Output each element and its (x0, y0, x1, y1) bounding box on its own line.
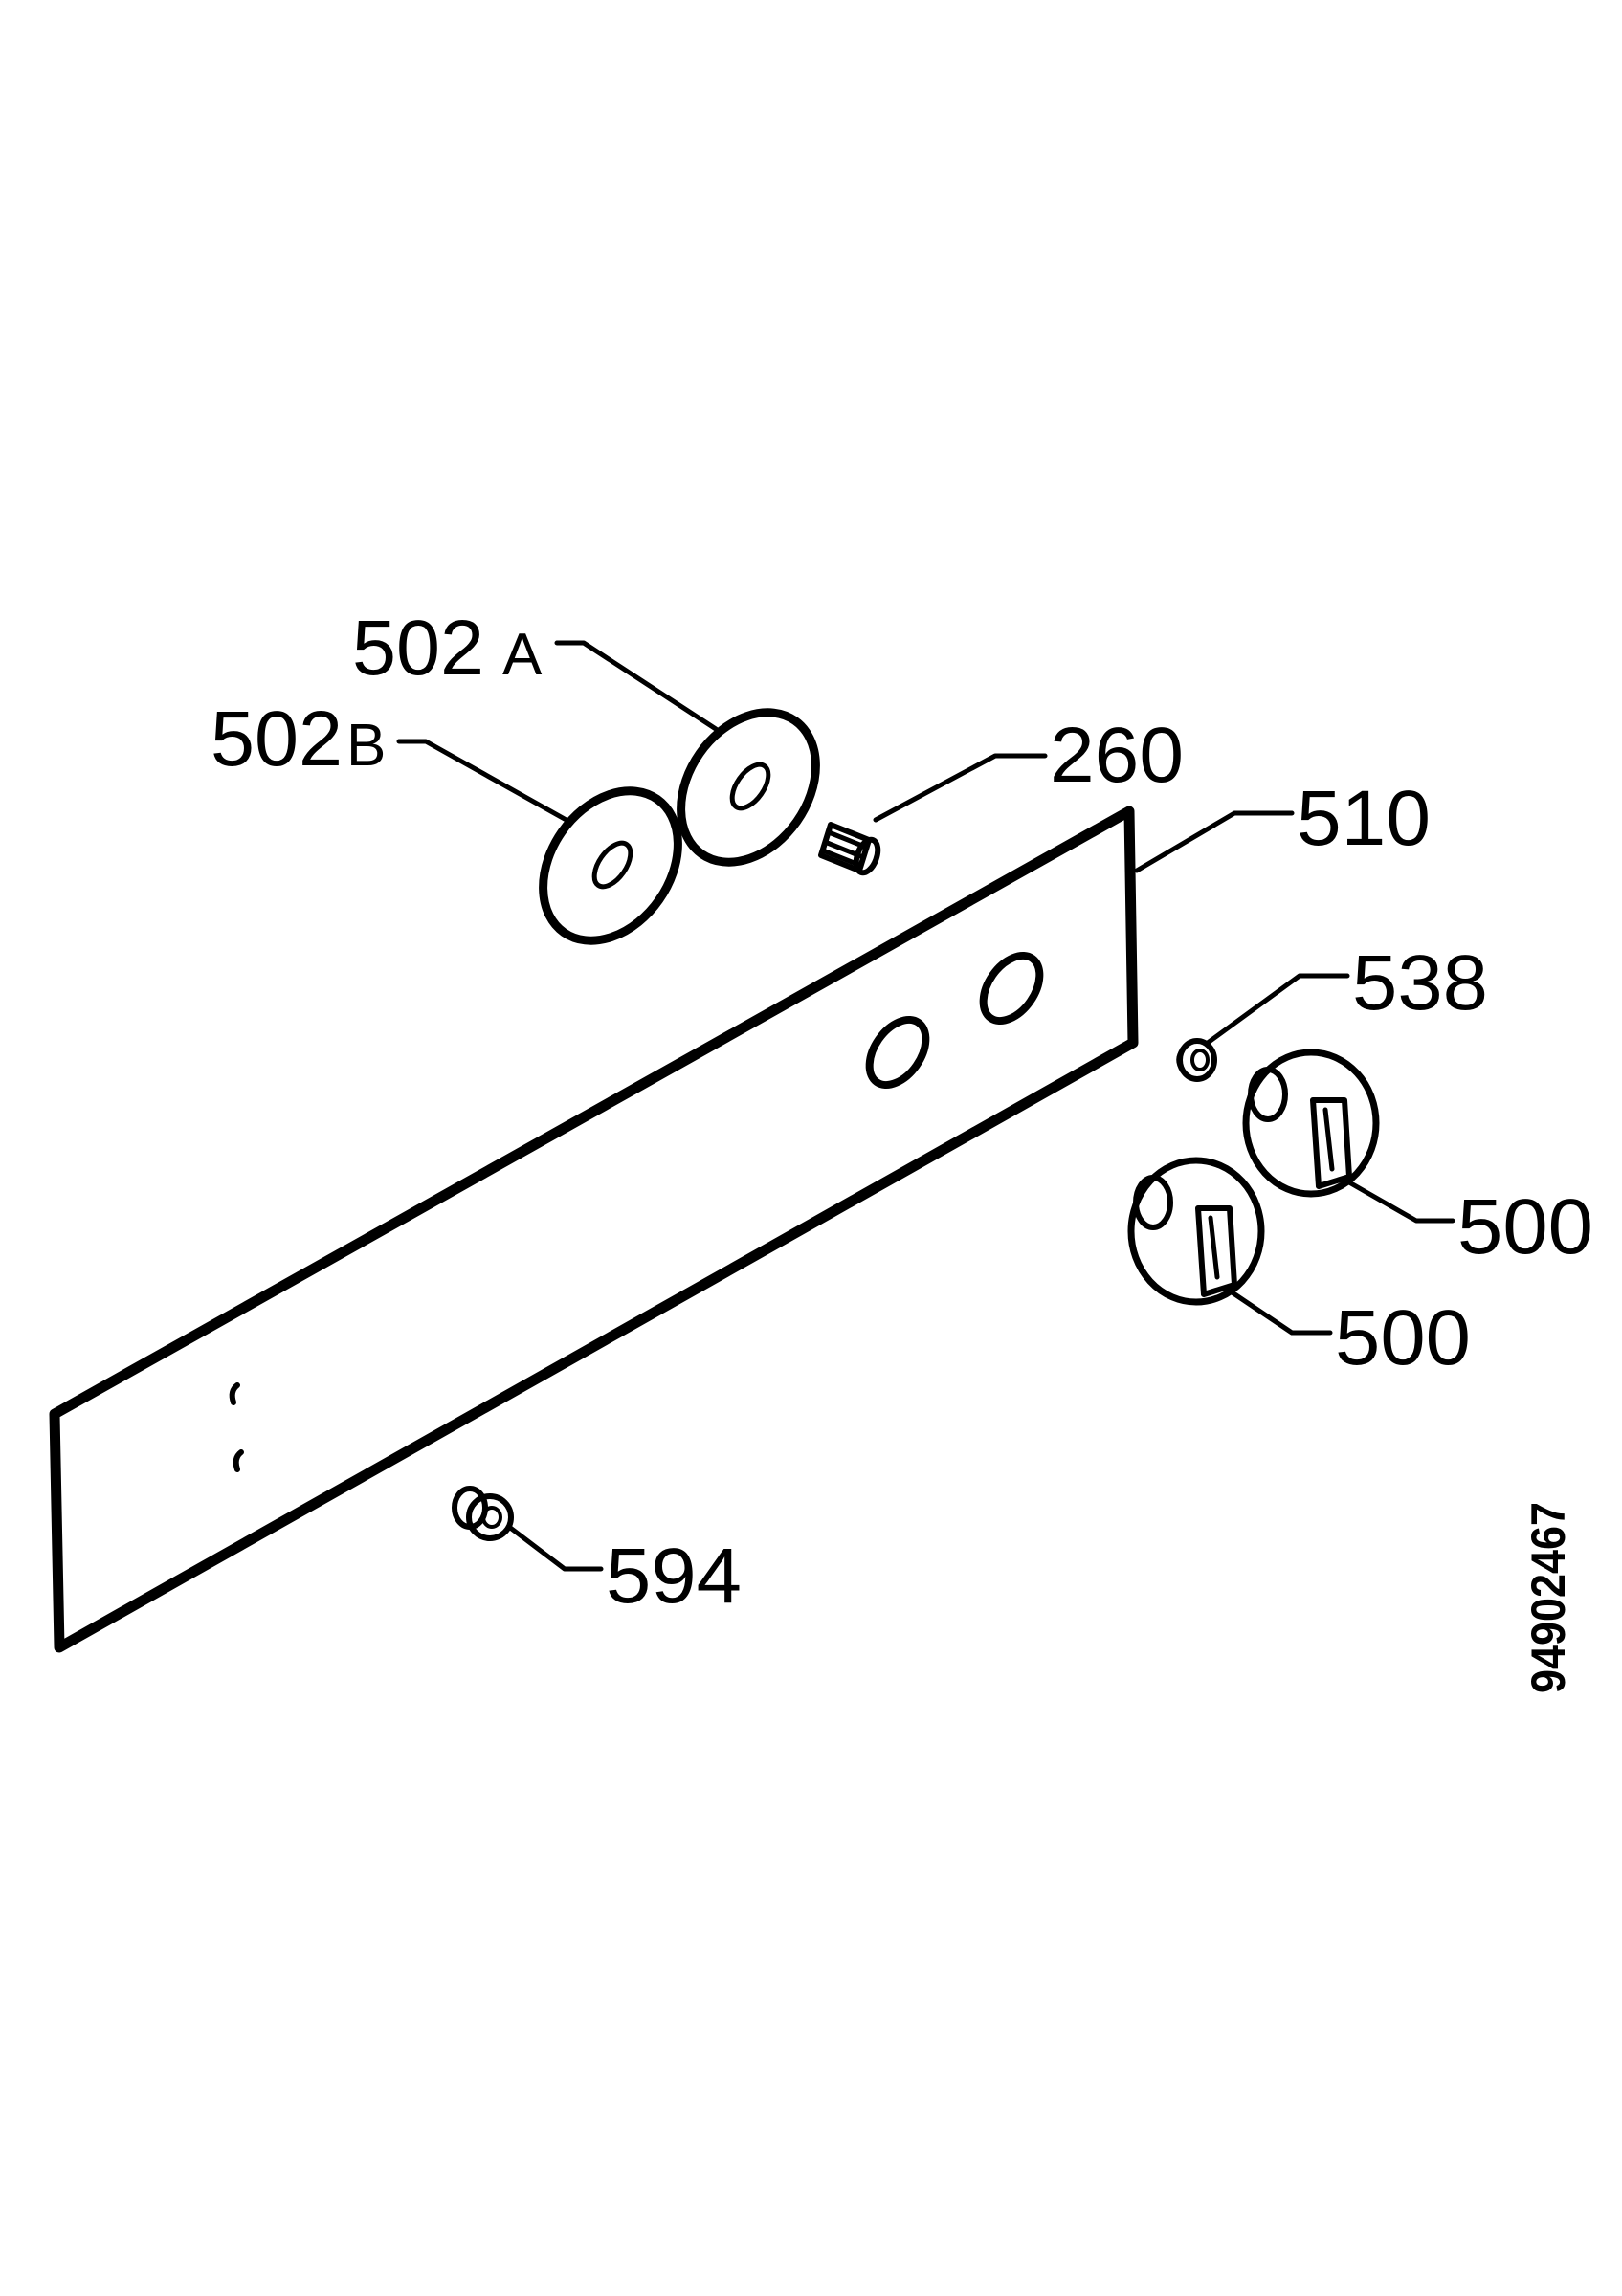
label-502b-suffix: B (346, 713, 386, 779)
label-594: 594 (606, 1533, 742, 1620)
panel-slot-upper (229, 1382, 240, 1405)
bezel-502a (677, 708, 820, 867)
screw-594 (452, 1486, 514, 1541)
leader-510 (1134, 810, 1295, 873)
panel-hole-right (979, 951, 1044, 1026)
spring-260 (818, 822, 881, 876)
label-500-upper: 500 (1457, 1183, 1593, 1270)
leader-500-upper (1346, 1180, 1455, 1224)
knob-500-lower (1127, 1157, 1265, 1306)
label-502b: 502 (211, 695, 343, 783)
label-502a: 502 (352, 605, 484, 692)
knob-500-upper (1242, 1049, 1380, 1198)
label-260: 260 (1050, 712, 1184, 799)
document-number: 94902467 (1522, 1502, 1575, 1693)
label-500-lower: 500 (1335, 1294, 1471, 1381)
leader-260 (873, 753, 1048, 823)
nut-538 (1176, 1038, 1217, 1082)
leader-502a (554, 640, 719, 732)
leader-502b (396, 739, 574, 826)
panel-hole-left (865, 1015, 930, 1090)
label-510: 510 (1297, 775, 1431, 862)
label-502a-suffix: A (502, 622, 543, 688)
label-538: 538 (1352, 939, 1488, 1027)
leader-538 (1205, 973, 1350, 1046)
control-panel-510 (49, 806, 1139, 1653)
leader-594 (506, 1524, 604, 1572)
panel-slot-lower (233, 1449, 244, 1472)
bezel-502b (539, 786, 682, 945)
leader-500-lower (1225, 1287, 1333, 1336)
